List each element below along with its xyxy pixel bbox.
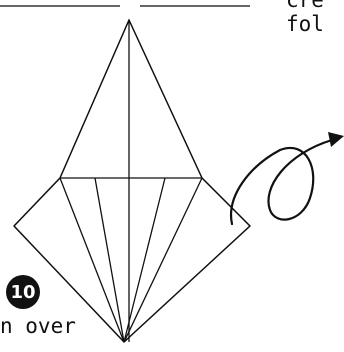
outer-outline	[14, 20, 250, 342]
step-number-badge: 10	[6, 275, 40, 309]
turn-over-caption: n over	[0, 316, 76, 337]
instruction-text-line-2: fol	[286, 14, 324, 35]
instruction-text-line-1: cre	[286, 0, 324, 11]
arrow-head	[328, 132, 344, 147]
turn-over-arrow-icon	[231, 140, 332, 224]
